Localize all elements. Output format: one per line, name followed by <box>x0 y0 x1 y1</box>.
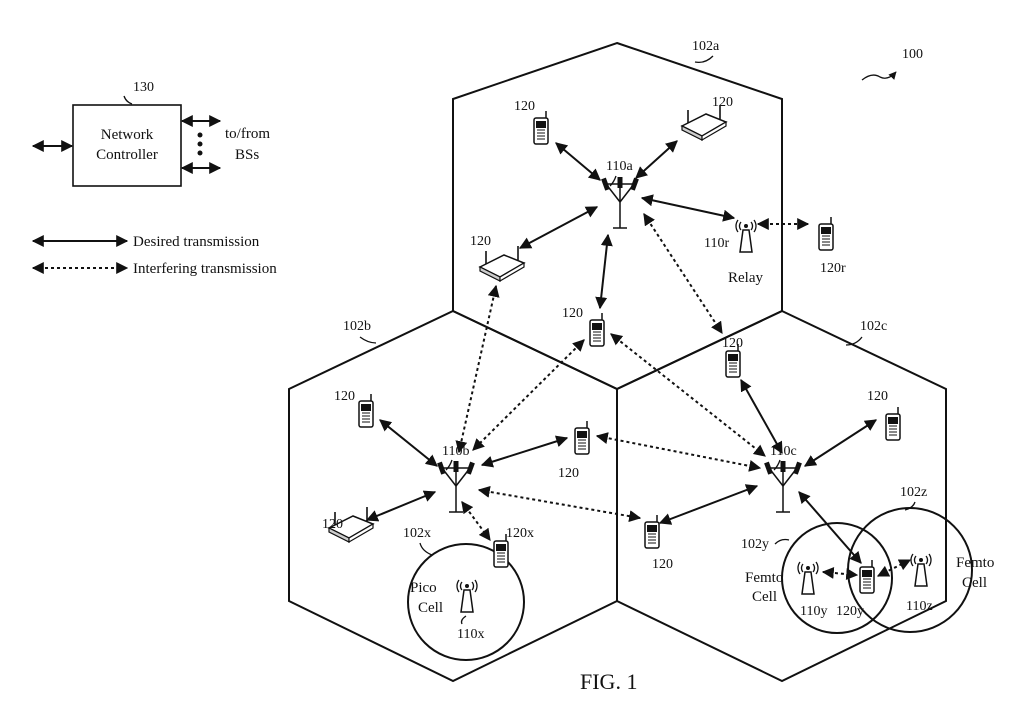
ue-label: 120 <box>712 95 733 110</box>
base-station-tower-110c-icon <box>763 460 803 513</box>
cell-label-102z: 102z <box>900 485 927 500</box>
legend-interfering: Interfering transmission <box>133 261 277 277</box>
bs-label-110c: 110c <box>770 444 797 459</box>
ue-label: 120 <box>322 517 343 532</box>
bs-label-110y: 110y <box>800 604 827 619</box>
to-from-label-1: to/from <box>225 126 270 142</box>
ue-label: 120 <box>652 557 673 572</box>
ue-phone-icon <box>644 514 660 549</box>
ue-label-120x: 120x <box>506 526 534 541</box>
relay-station-110r-icon <box>735 219 757 253</box>
desired-links <box>365 140 878 564</box>
relay-label: Relay <box>728 270 763 286</box>
femto-station-110z-icon <box>910 553 932 587</box>
ue-phone-icon-120y <box>859 559 875 594</box>
cell-label-102c: 102c <box>860 319 887 334</box>
femto-z-label-2: Cell <box>962 575 987 591</box>
ue-label: 120 <box>514 99 535 114</box>
interfering-links <box>455 212 912 581</box>
ue-phone-icon-120r <box>818 216 834 251</box>
ue-phone-icon <box>589 312 605 347</box>
network-controller: 130 Network Controller to/from BSs <box>31 80 270 187</box>
controller-label-1: Network <box>101 127 154 143</box>
ue-label: 120 <box>867 389 888 404</box>
pico-label-2: Cell <box>418 600 443 616</box>
ue-label-120r: 120r <box>820 261 846 276</box>
ue-label: 120 <box>470 234 491 249</box>
ue-label: 120 <box>722 336 743 351</box>
controller-label-2: Controller <box>96 147 158 163</box>
bs-label-110b: 110b <box>442 444 469 459</box>
femto-y-label-2: Cell <box>752 589 777 605</box>
bs-label-110r: 110r <box>704 236 729 251</box>
ue-label-120y: 120y <box>836 604 864 619</box>
legend: Desired transmission Interfering transmi… <box>31 234 277 277</box>
cell-label-102y: 102y <box>741 537 769 552</box>
base-station-tower-110a-icon <box>600 176 640 229</box>
femto-station-110y-icon <box>797 561 819 595</box>
ue-phone-icon <box>533 110 549 145</box>
femto-y-label-1: Femto <box>745 570 783 586</box>
ue-label: 120 <box>562 306 583 321</box>
base-station-tower-110b-icon <box>436 460 476 513</box>
ue-phone-icon <box>574 420 590 455</box>
controller-ref: 130 <box>133 80 154 95</box>
bs-label-110z: 110z <box>906 599 933 614</box>
cell-label-102a: 102a <box>692 39 720 54</box>
ue-modem-icon <box>479 245 525 282</box>
ue-label: 120 <box>558 466 579 481</box>
cell-102c <box>616 309 947 683</box>
bs-label-110x: 110x <box>457 627 484 642</box>
pico-station-110x-icon <box>456 579 478 613</box>
figure-ref-100: 100 <box>902 47 923 62</box>
ue-phone-icon <box>885 406 901 441</box>
cell-102x <box>407 543 525 661</box>
cell-label-102b: 102b <box>343 319 371 334</box>
to-from-label-2: BSs <box>235 147 259 163</box>
ue-phone-icon <box>358 393 374 428</box>
figure-caption: FIG. 1 <box>580 669 637 694</box>
figure-ref-arrow <box>861 71 897 81</box>
ue-modem-icon <box>681 104 727 141</box>
femto-z-label-1: Femto <box>956 555 994 571</box>
cell-label-102x: 102x <box>403 526 431 541</box>
bs-label-110a: 110a <box>606 159 633 174</box>
ue-label: 120 <box>334 389 355 404</box>
legend-desired: Desired transmission <box>133 234 260 250</box>
pico-label-1: Pico <box>410 580 437 596</box>
cell-102b <box>288 309 618 683</box>
